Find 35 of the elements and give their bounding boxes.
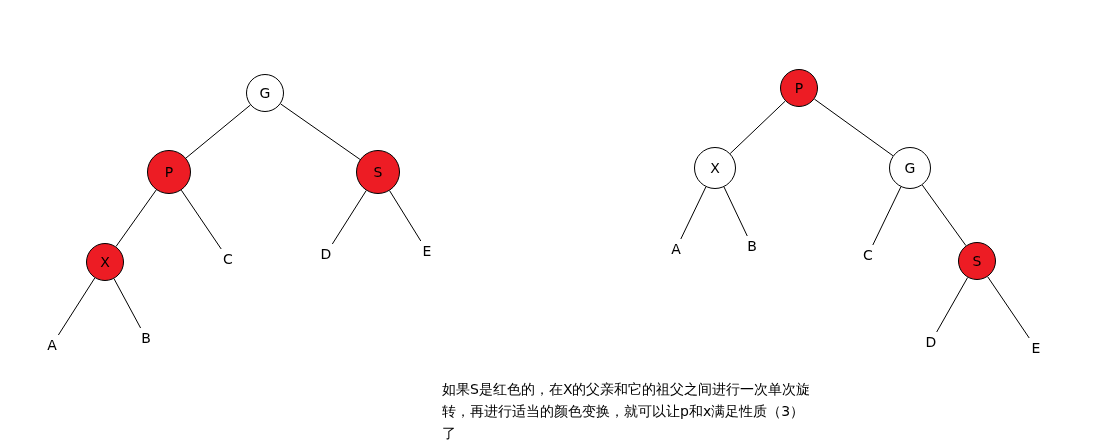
subtree-label: D — [924, 334, 938, 350]
tree-node: G — [246, 74, 284, 112]
tree-edge — [872, 186, 902, 246]
subtree-label: E — [1029, 340, 1043, 356]
tree-edge — [331, 190, 367, 245]
tree-edge — [680, 186, 707, 240]
subtree-label: A — [669, 241, 683, 257]
tree-edge — [723, 186, 748, 237]
tree-node: G — [889, 147, 931, 189]
tree-node: X — [694, 147, 736, 189]
tree-edge — [185, 104, 251, 159]
tree-node: P — [147, 150, 191, 194]
tree-node: P — [780, 69, 818, 107]
tree-edge — [389, 190, 422, 242]
tree-edge — [115, 189, 157, 247]
tree-edge — [57, 277, 96, 336]
subtree-label: A — [45, 337, 59, 353]
subtree-label: E — [420, 243, 434, 259]
tree-edge — [936, 277, 969, 333]
tree-edge — [113, 278, 142, 329]
explanation-text: 如果S是红色的，在X的父亲和它的祖父之间进行一次单次旋转，再进行适当的颜色变换，就可以让p和x满足性质（3）了 — [442, 380, 812, 443]
subtree-label: C — [861, 247, 875, 263]
tree-edge — [813, 98, 894, 157]
subtree-label: C — [221, 251, 235, 267]
subtree-label: B — [745, 238, 759, 254]
subtree-label: B — [139, 330, 153, 346]
tree-edge — [180, 189, 222, 250]
tree-edge — [280, 103, 361, 160]
tree-node: X — [86, 243, 124, 281]
tree-node: S — [958, 242, 996, 280]
subtree-label: D — [319, 246, 333, 262]
tree-edge — [987, 276, 1030, 339]
tree-edge — [729, 100, 786, 154]
tree-edge — [921, 184, 967, 247]
tree-node: S — [356, 150, 400, 194]
